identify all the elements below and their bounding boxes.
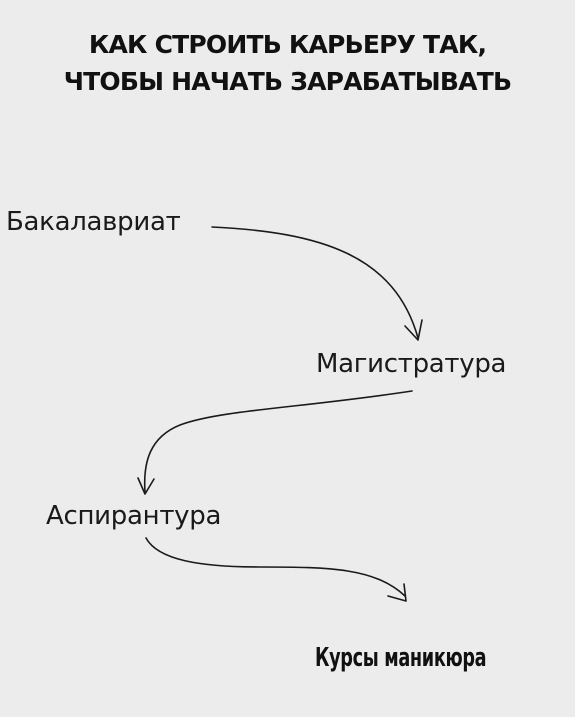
stage-manicure-courses: Курсы маникюра: [315, 640, 530, 678]
arrow-master-to-phd: [137, 390, 413, 495]
arrow-2-line: [143, 390, 413, 493]
arrow-2-head: [137, 477, 155, 495]
arrow-3-line: [145, 537, 406, 597]
title-line-1: КАК СТРОИТЬ КАРЬЕРУ ТАК,: [88, 30, 487, 59]
stage-master: Магистратура: [316, 349, 507, 379]
arrow-1-head: [404, 319, 423, 341]
arrow-1-line: [211, 226, 419, 339]
arrow-3-head: [387, 583, 407, 602]
arrow-bachelor-to-master: [211, 226, 423, 341]
title-line-2: ЧТОБЫ НАЧАТЬ ЗАРАБАТЫВАТЬ: [63, 67, 512, 96]
meme-title: КАК СТРОИТЬ КАРЬЕРУ ТАК, ЧТОБЫ НАЧАТЬ ЗА…: [0, 26, 575, 100]
stage-manicure-label: Курсы маникюра: [315, 643, 487, 673]
arrow-phd-to-manicure: [145, 537, 407, 602]
stage-phd: Аспирантура: [46, 501, 222, 531]
stage-bachelor: Бакалавриат: [6, 207, 181, 237]
